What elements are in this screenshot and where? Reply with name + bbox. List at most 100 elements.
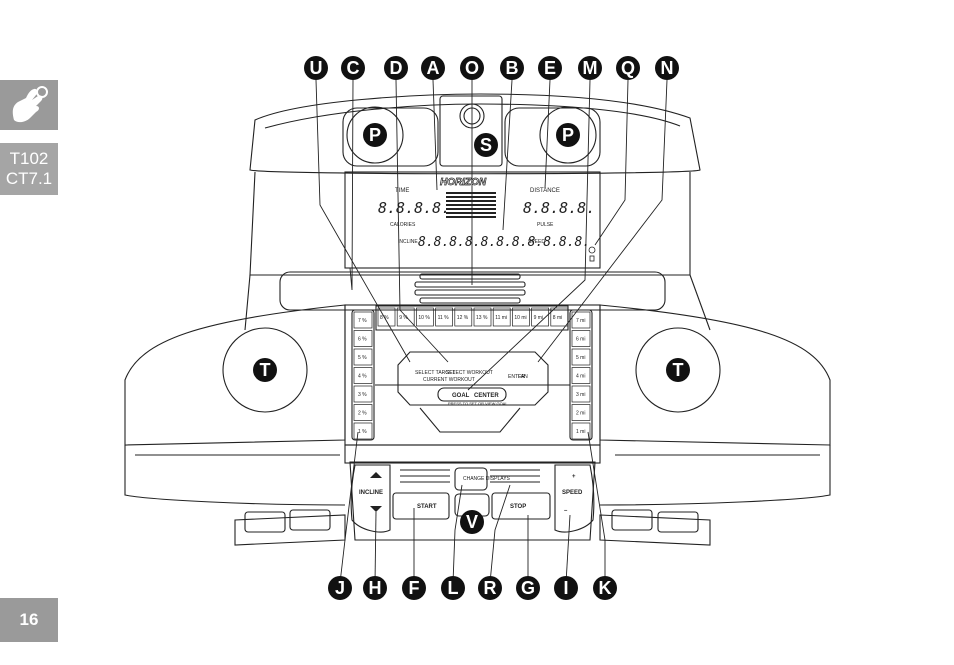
time-digits: 8.8.8.8. [378,199,450,217]
speed-quick-key [571,404,591,421]
top-quick-key [473,307,492,327]
callout-p-right: P [556,123,580,147]
top-quick-key-label: 8 mi [553,315,562,321]
top-quick-key [416,307,434,327]
model-line-1: T102 [9,149,49,168]
top-quick-key-label: 11 % [438,315,450,321]
svg-text:S: S [480,135,492,155]
goal-hint-label: PRESS TO SET OR VIEW GOAL [448,401,508,406]
svg-text:N: N [661,58,674,78]
center-digits: 8.8.8.8.8.8.8.8.8.8.8. [418,235,590,250]
model-tab: T102 CT7.1 [0,143,58,195]
svg-text:E: E [544,58,556,78]
top-quick-key [531,307,549,327]
top-quick-key [435,307,453,327]
center-label: CENTER [474,393,499,399]
callout-a: A [421,56,445,80]
callout-q: Q [616,56,640,80]
svg-text:P: P [369,125,381,145]
callout-m: M [578,56,602,80]
speed-quick-key-label: 1 mi [576,429,585,435]
callout-leaders [315,79,668,584]
callout-o: O [460,56,484,80]
incline-quick-key-label: 2 % [358,411,367,417]
top-quick-key-label: 10 mi [514,315,526,321]
svg-text:H: H [369,578,382,598]
svg-text:U: U [310,58,323,78]
svg-text:V: V [466,512,478,532]
hand-pointer-icon [12,86,48,123]
callout-b: B [500,56,524,80]
callout-d: D [384,56,408,80]
select-target-label: SELECT TARGET [415,370,456,376]
top-quick-key [377,307,396,327]
callout-e: E [538,56,562,80]
enter-label: ENTER [508,374,525,380]
svg-text:F: F [409,578,420,598]
top-quick-key-label: 10 % [418,315,430,321]
callout-p-left: P [363,123,387,147]
brand-logo: HORIZON [440,177,487,188]
top-quick-key-label: 11 mi [495,315,507,321]
speed-quick-key-label: 3 mi [576,392,585,398]
model-line-2: CT7.1 [5,169,53,188]
speed-quick-key-label: 7 mi [576,318,585,324]
speed-quick-key [571,385,591,403]
incline-quick-key [353,311,373,329]
callout-n: N [655,56,679,80]
top-quick-key [512,307,530,327]
callout-c: C [341,56,365,80]
svg-text:O: O [465,58,479,78]
change-displays-label: CHANGE DISPLAYS [463,476,511,482]
goal-label: GOAL [452,393,470,399]
svg-text:R: R [484,578,497,598]
svg-text:B: B [506,58,519,78]
callout-v: V [460,510,484,534]
callout-l: L [441,576,465,600]
callout-f: F [402,576,426,600]
pulse-label: PULSE [537,222,554,228]
speed-quick-key [571,330,591,347]
fan-label: FAN [518,374,528,380]
calories-label: CALORIES [390,222,416,228]
svg-text:L: L [448,578,459,598]
svg-text:Q: Q [621,58,635,78]
callout-t-right: T [666,358,690,382]
top-quick-key [454,307,473,327]
speed-quick-keys: 7 mi6 mi5 mi4 mi3 mi2 mi1 mi [571,311,591,440]
svg-text:T: T [673,360,684,380]
speed-label: SPEED [528,239,545,245]
incline-quick-key-label: 5 % [358,355,367,361]
svg-text:K: K [599,578,612,598]
callout-s: S [474,133,498,157]
matrix-display [446,192,496,218]
callout-i: I [554,576,578,600]
speed-quick-key-label: 4 mi [576,374,585,380]
top-quick-key-label: 13 % [476,315,488,321]
incline-quick-key [353,385,373,403]
time-label: TIME [395,188,409,194]
distance-label: DISTANCE [530,188,560,194]
stop-label: STOP [510,504,526,510]
incline-quick-key [353,404,373,421]
section-icon-tab [0,80,58,130]
svg-text:P: P [562,125,574,145]
top-quick-key-label: 9 mi [534,315,543,321]
svg-text:J: J [335,578,345,598]
select-workout-label: SELECT WORKOUT [446,370,493,376]
incline-down-arrow [370,506,382,512]
top-quick-key-label: 9 % [399,315,408,321]
callout-j: J [328,576,352,600]
svg-text:C: C [347,58,360,78]
incline-up-arrow [370,472,382,478]
speed-quick-key-label: 2 mi [576,411,585,417]
incline-quick-key-label: 4 % [358,374,367,380]
incline-label: INCLINE [398,239,418,245]
current-workout-label: CURRENT WORKOUT [423,377,475,383]
speed-quick-key [571,311,591,329]
callout-u: U [304,56,328,80]
callout-h: H [363,576,387,600]
incline-quick-key [353,348,373,366]
callout-k: K [593,576,617,600]
incline-quick-keys: 7 %6 %5 %4 %3 %2 %1 % [353,311,373,440]
